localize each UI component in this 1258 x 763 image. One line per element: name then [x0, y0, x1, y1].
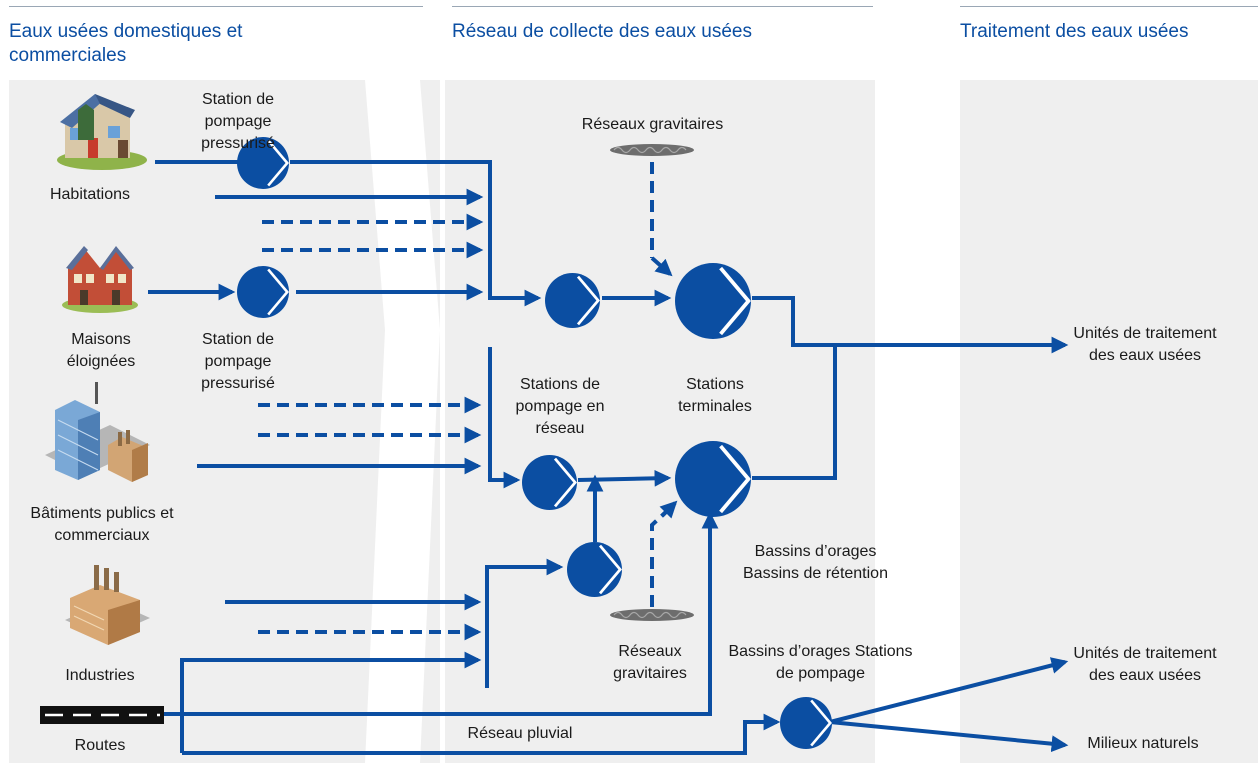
- pump-station-icon-bassins: [780, 697, 832, 749]
- pump-station-icon-mid: [237, 266, 289, 318]
- column-background-treatment: [960, 80, 1258, 763]
- label-habitations: Habitations: [49, 186, 131, 203]
- label-station-pompage-mid: Station de pompage pressurisé: [201, 331, 275, 392]
- label-unites-bottom: Unités de traitement des eaux usées: [1073, 645, 1217, 684]
- divider-network: [452, 6, 873, 7]
- flow-pump-to-network: [290, 160, 542, 307]
- label-reseaux-gravitaires-bottom: Réseaux gravitaires: [613, 643, 687, 682]
- flow-terminal2-join: [752, 345, 837, 480]
- label-reseau-pluvial: Réseau pluvial: [467, 725, 573, 742]
- label-batiments: Bâtiments publics et commerciaux: [30, 505, 174, 544]
- flow-routes-bassins: [162, 511, 719, 716]
- label-reseaux-gravitaires-top: Réseaux gravitaires: [581, 116, 724, 133]
- label-routes: Routes: [74, 737, 126, 754]
- road-icon: [40, 706, 164, 724]
- column-title-network: Réseau de collecte des eaux usées: [452, 21, 752, 42]
- column-background-network: [445, 80, 875, 763]
- column-title-domestic: Eaux usées domestiques et commerciales: [9, 21, 243, 66]
- label-milieux: Milieux naturels: [1087, 735, 1199, 752]
- label-unites-top: Unités de traitement des eaux usées: [1073, 325, 1217, 364]
- factory-icon: [65, 565, 150, 645]
- flow-gravity-bottom: [650, 508, 670, 607]
- label-station-pompage-top: Station de pompage pressurisé: [201, 91, 275, 152]
- pump-station-icon-terminal-2: [675, 441, 751, 517]
- pump-station-icon-terminal-1: [675, 263, 751, 339]
- flow-pluvial: [182, 713, 781, 755]
- flow-gravity-bottom-tip: [659, 500, 678, 519]
- office-building-icon: [45, 382, 150, 482]
- pump-station-icon-network-3: [567, 542, 622, 597]
- label-bassins-retention: Bassins d’orages Bassins de rétention: [743, 543, 888, 582]
- chevron-2: [875, 80, 955, 763]
- label-bassins-pompage: Bassins d’orages Stations de pompage: [728, 643, 913, 682]
- flow-network-pump2-terminal: [577, 469, 672, 487]
- column-title-treatment: Traitement des eaux usées: [960, 21, 1189, 42]
- flow-bassins-milieux: [829, 720, 1069, 753]
- pump-station-icon-network-2: [522, 455, 577, 510]
- flow-bassins-unites: [829, 657, 1069, 724]
- flow-routes-industries: [180, 651, 482, 753]
- flow-collector-industries: [485, 558, 564, 688]
- gravity-network-icon-top: [610, 144, 694, 156]
- label-industries: Industries: [65, 667, 135, 684]
- divider-domestic: [9, 6, 423, 7]
- label-stations-reseau: Stations de pompage en réseau: [515, 376, 605, 437]
- house-icon: [57, 94, 147, 170]
- flow-gravity-top-tip: [650, 256, 673, 277]
- pump-station-icon-network-1: [545, 273, 600, 328]
- divider-treatment: [960, 6, 1258, 7]
- townhouses-icon: [62, 246, 138, 313]
- flow-collector-mid: [488, 347, 521, 489]
- flow-terminal-treatment: [752, 296, 1069, 354]
- gravity-network-icon-bottom: [610, 609, 694, 621]
- label-stations-terminales: Stations terminales: [678, 376, 752, 415]
- label-maisons: Maisons éloignées: [66, 331, 136, 370]
